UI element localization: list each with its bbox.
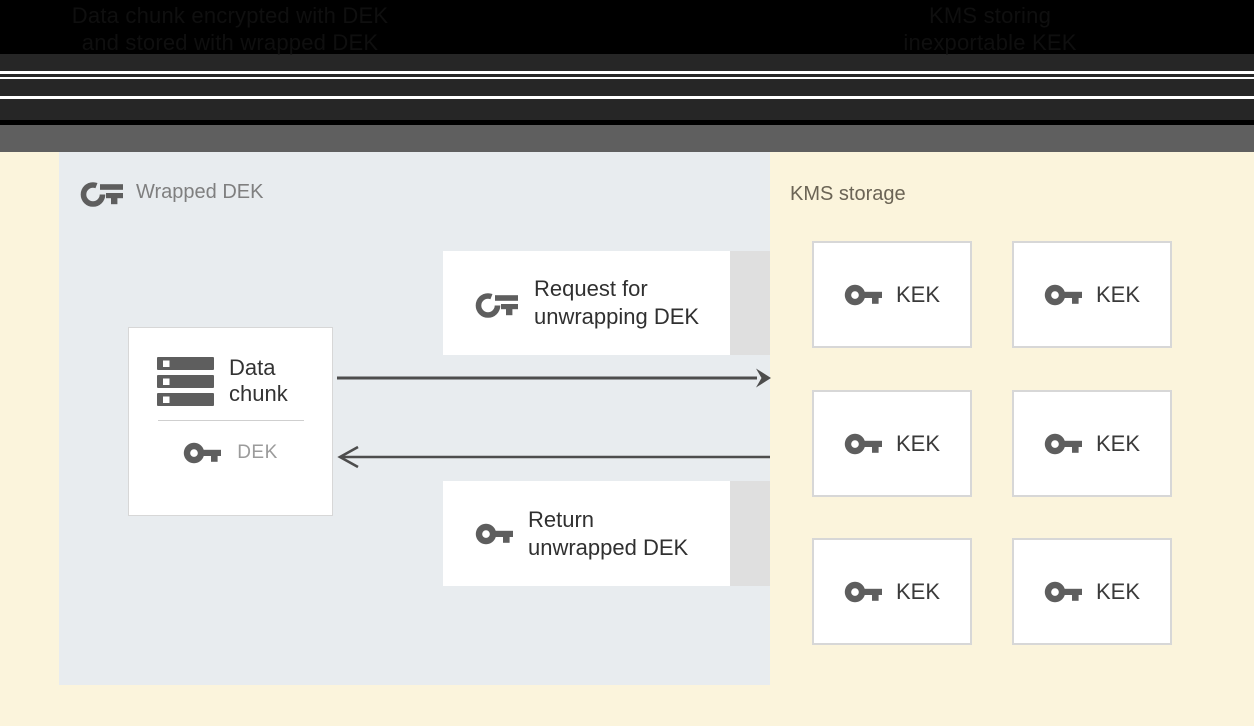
dek-row: DEK	[129, 440, 332, 466]
gray-band	[0, 125, 1254, 152]
return-box-tab	[730, 481, 770, 586]
dek-label: DEK	[237, 442, 278, 463]
kek-label: KEK	[1095, 578, 1141, 604]
key-icon	[1044, 581, 1082, 602]
key-icon	[844, 581, 882, 602]
caption-left-line1: Data chunk encrypted with DEK	[71, 3, 389, 28]
key-icon	[844, 433, 882, 454]
wrapped-key-icon	[80, 182, 123, 207]
data-chunk-line1: Data	[229, 355, 276, 380]
caption-right-line2: inexportable KEK	[903, 30, 1077, 55]
data-chunk-text: Data chunk	[229, 355, 288, 407]
divider	[157, 420, 304, 421]
wrapped-key-icon	[475, 292, 518, 318]
key-icon	[844, 284, 882, 305]
white-artifact-line	[0, 71, 1254, 74]
key-icon	[1044, 284, 1082, 305]
data-chunk-line2: chunk	[229, 381, 288, 406]
request-box-tab	[730, 251, 770, 355]
kek-box-6: KEK	[1012, 538, 1172, 645]
kek-label: KEK	[1095, 430, 1141, 456]
request-unwrap-box: Request for unwrapping DEK	[443, 251, 730, 355]
data-chunk-box: Data chunk DEK	[128, 327, 333, 516]
kek-box-5: KEK	[812, 538, 972, 645]
caption-left: Data chunk encrypted with DEK and stored…	[20, 2, 440, 56]
kek-box-4: KEK	[1012, 390, 1172, 497]
key-icon	[184, 442, 222, 464]
request-unwrap-text: Request for unwrapping DEK	[534, 275, 699, 331]
caption-left-line2: and stored with wrapped DEK	[81, 30, 379, 55]
return-line2: unwrapped DEK	[528, 534, 689, 560]
kek-label: KEK	[895, 578, 941, 604]
return-unwrapped-box: Return unwrapped DEK	[443, 481, 730, 586]
kek-label: KEK	[895, 281, 941, 307]
request-line2: unwrapping DEK	[534, 304, 700, 329]
return-unwrapped-text: Return unwrapped DEK	[528, 506, 688, 562]
kek-box-1: KEK	[812, 241, 972, 348]
key-icon	[1044, 433, 1082, 454]
caption-right: KMS storing inexportable KEK	[780, 2, 1200, 56]
kek-label: KEK	[895, 430, 941, 456]
request-line1: Request for	[534, 276, 648, 301]
caption-band	[0, 54, 1254, 120]
data-chunk-row: Data chunk	[157, 355, 332, 407]
top-black-band	[0, 0, 1254, 54]
wrapped-dek-label: Wrapped DEK	[80, 176, 263, 209]
kek-box-3: KEK	[812, 390, 972, 497]
caption-right-line1: KMS storing	[928, 3, 1052, 28]
kms-storage-label: KMS storage	[790, 183, 906, 205]
white-artifact-line	[0, 77, 1254, 79]
kek-label: KEK	[1095, 281, 1141, 307]
return-line1: Return	[528, 506, 595, 532]
wrapped-dek-label-text: Wrapped DEK	[136, 181, 264, 203]
thin-black-band	[0, 120, 1254, 125]
kek-box-2: KEK	[1012, 241, 1172, 348]
white-artifact-line	[0, 96, 1254, 99]
diagram-canvas: Wrapped DEK Data chunk	[0, 152, 1254, 726]
key-icon	[475, 523, 513, 544]
data-chunk-server-icon	[157, 356, 214, 406]
